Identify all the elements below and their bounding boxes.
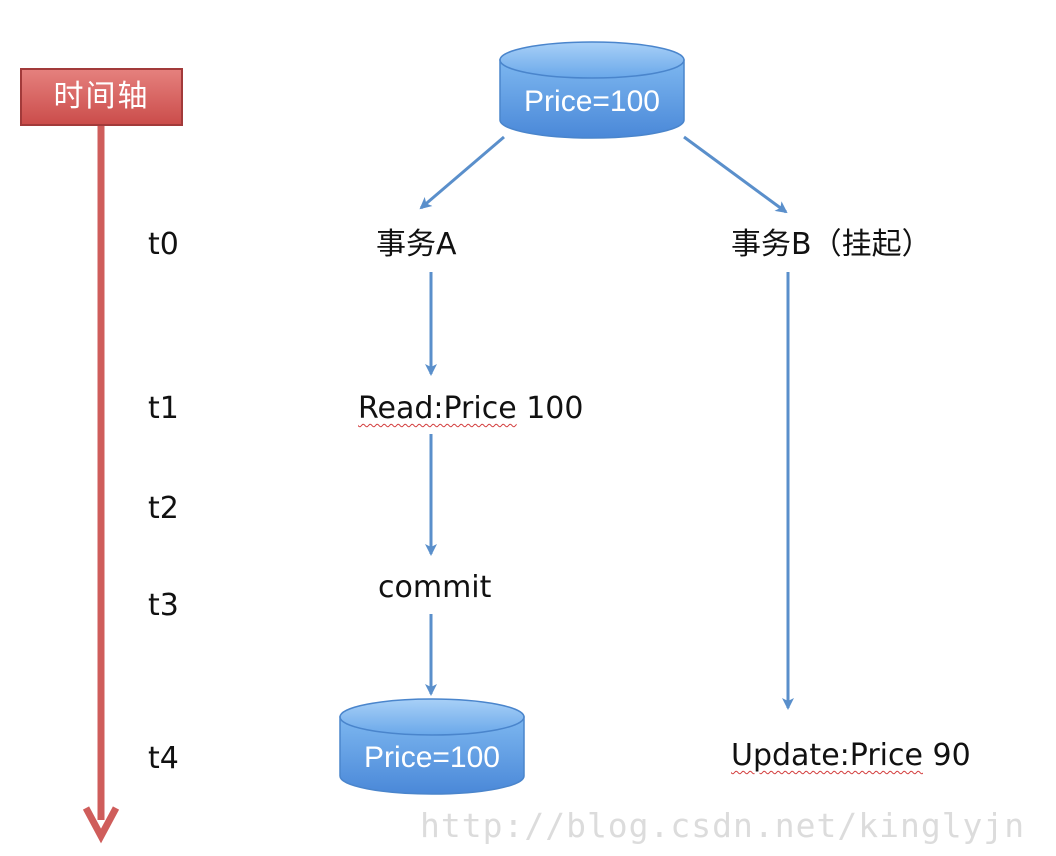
watermark: http://blog.csdn.net/kinglyjn	[420, 806, 1026, 845]
time-label-t4: t4	[148, 741, 179, 776]
time-label-t3: t3	[148, 588, 179, 623]
timeline-arrow	[82, 126, 120, 844]
database-top-label: Price=100	[524, 85, 660, 118]
update-step-value: 90	[932, 738, 971, 773]
read-step-value: 100	[526, 391, 584, 426]
arrow-db-to-transaction-a	[419, 135, 505, 210]
database-top-cylinder	[499, 41, 685, 139]
database-bottom-cylinder	[339, 698, 525, 795]
update-step-label: Update:Price	[731, 738, 923, 773]
time-label-t1: t1	[148, 391, 179, 426]
commit-step: commit	[378, 570, 492, 605]
arrow-db-to-transaction-b	[683, 135, 788, 214]
transaction-a-title: 事务A	[376, 227, 457, 262]
time-label-t0: t0	[148, 227, 179, 262]
database-bottom-label: Price=100	[364, 741, 500, 774]
time-label-t2: t2	[148, 491, 179, 526]
transaction-b-title: 事务B（挂起）	[731, 227, 932, 262]
read-step: Read:Price 100	[358, 391, 583, 427]
update-step: Update:Price 90	[731, 738, 971, 774]
timeline-label: 时间轴	[20, 68, 183, 126]
read-step-label: Read:Price	[358, 391, 517, 426]
